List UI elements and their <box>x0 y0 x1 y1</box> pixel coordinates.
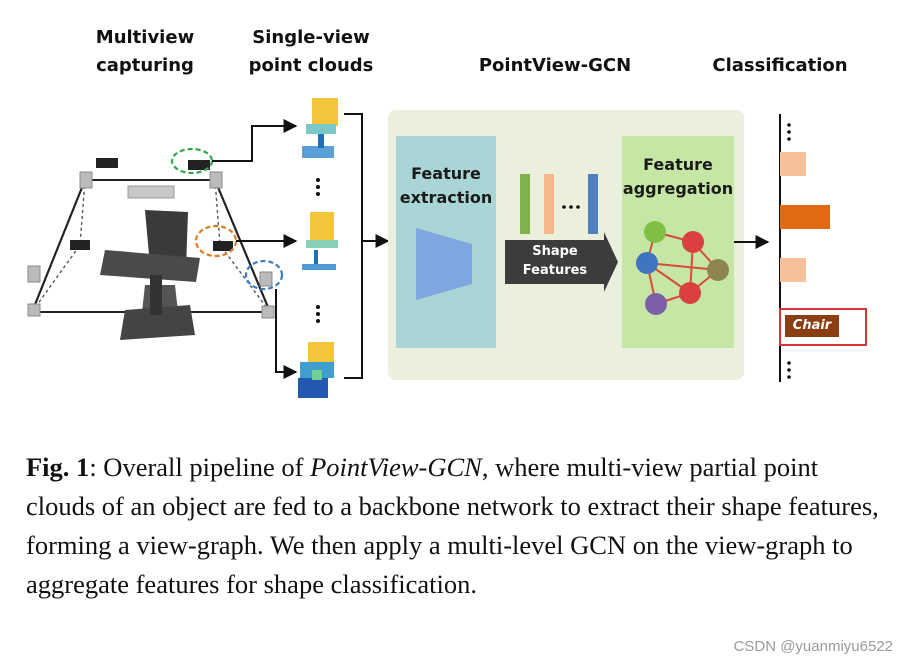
header-classification: Classification <box>712 55 848 76</box>
feature-aggregation-box <box>622 136 734 348</box>
figure-caption: Fig. 1: Overall pipeline of PointView-GC… <box>26 448 886 604</box>
graph-node-red-bottom <box>679 282 701 304</box>
graph-node-purple <box>645 293 667 315</box>
class-bar-1 <box>780 152 806 176</box>
caption-method-name: PointView-GCN <box>310 452 482 482</box>
classification-dots <box>787 123 791 379</box>
view-graph <box>636 221 729 315</box>
class-bar-3 <box>780 258 806 282</box>
shape-features-label: Shape Features <box>522 244 588 278</box>
chair-class-label: Chair <box>792 318 832 333</box>
chair-class-bar <box>785 315 839 337</box>
camera-rig <box>27 147 284 340</box>
vertical-dots <box>316 178 320 323</box>
watermark: CSDN @yuanmiyu6522 <box>733 638 893 655</box>
chair-object <box>100 210 200 340</box>
feature-extraction-label: Feature extraction <box>399 164 493 207</box>
graph-node-red-top <box>682 231 704 253</box>
caption-text-before: : Overall pipeline of <box>89 452 311 482</box>
encoder-trapezoid <box>416 228 472 300</box>
graph-node-blue <box>636 252 658 274</box>
header-singleview: Single-view point clouds <box>248 27 374 76</box>
feature-bar-peach <box>544 174 554 234</box>
feature-bar-blue <box>588 174 598 234</box>
pipeline-diagram <box>27 98 867 398</box>
point-cloud-2 <box>302 212 338 270</box>
shape-features-arrow <box>505 232 618 292</box>
feature-bar-green <box>520 174 530 234</box>
point-cloud-1 <box>302 98 338 158</box>
class-bar-2 <box>780 205 830 229</box>
header-multiview: Multiview capturing <box>95 27 195 76</box>
figure-label: Fig. 1 <box>26 452 90 482</box>
point-cloud-3 <box>298 342 334 398</box>
graph-node-olive <box>707 259 729 281</box>
feature-dots <box>562 205 580 209</box>
feature-aggregation-label: Feature aggregation <box>622 155 734 198</box>
graph-node-green <box>644 221 666 243</box>
header-pointview-gcn: PointView-GCN <box>478 55 632 76</box>
caption-text-after: , where multi-view partial point clouds … <box>26 452 879 599</box>
chair-highlight-box <box>779 308 867 346</box>
